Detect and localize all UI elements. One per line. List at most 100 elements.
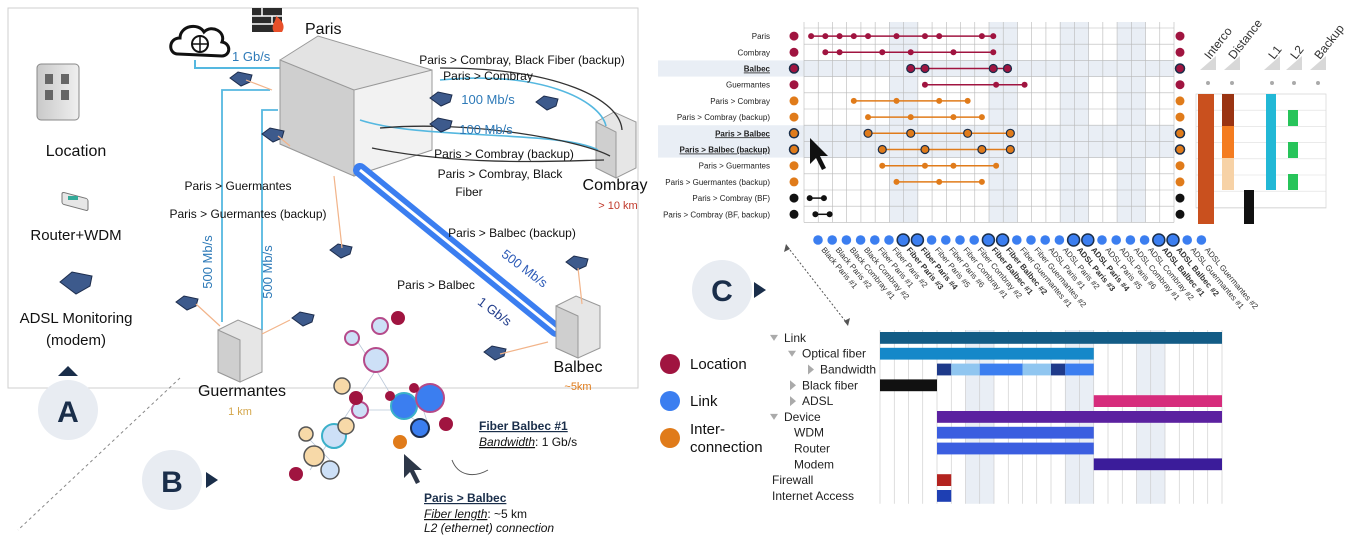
column-marker — [1054, 235, 1065, 245]
connection-dot — [978, 178, 985, 185]
router-icon — [61, 191, 89, 212]
connection-dot — [877, 144, 887, 155]
l2-bar — [1244, 190, 1254, 224]
tree-label: ADSL — [802, 394, 834, 408]
tooltip-fiber-value: : 1 Gb/s — [535, 435, 577, 449]
column-marker — [1196, 235, 1207, 245]
column-marker — [969, 235, 979, 245]
combray-building — [595, 111, 637, 179]
divider — [17, 377, 181, 531]
column-marker — [1066, 233, 1081, 247]
legend-router: Router+WDM — [30, 191, 122, 244]
connection-dot — [826, 211, 833, 218]
tree-label: Device — [784, 410, 821, 424]
connection-dot — [893, 178, 900, 185]
row-marker — [789, 161, 799, 171]
link-label-combray-backup: Paris > Combray (backup) — [434, 147, 574, 161]
bar-bandwidth — [1022, 363, 1051, 376]
row-label: Paris > Combray (backup) — [677, 113, 770, 122]
badge-b-label: B — [161, 466, 183, 499]
bandwidth-label-500-b: 500 Mb/s — [260, 245, 275, 299]
tree-label: Modem — [794, 457, 834, 471]
tooltip-link-line2: L2 (ethernet) connection — [424, 521, 554, 535]
column-marker — [827, 235, 837, 245]
tooltip-link-key: Fiber length — [424, 507, 488, 521]
connection-dot — [993, 162, 1000, 169]
tooltip-link-title: Paris > Balbec — [424, 491, 507, 505]
column-marker — [1081, 233, 1095, 247]
row-label: Guermantes — [726, 81, 770, 90]
panel-a: Location Router+WDM ADSL Monitoring (mod… — [7, 7, 648, 440]
distance-bar-near — [1222, 158, 1234, 190]
connection-dot — [1002, 63, 1013, 74]
connection-dot — [907, 114, 914, 121]
link-arrow — [789, 249, 847, 323]
connection-dot — [850, 97, 857, 104]
row-marker — [789, 193, 799, 203]
bar-bandwidth — [979, 363, 1023, 376]
connection-dot — [808, 33, 815, 40]
connection-dot — [950, 49, 957, 56]
balbec-distance: ~5km — [564, 381, 591, 393]
connection-dot — [977, 144, 987, 155]
distance-bar-far — [1222, 94, 1234, 126]
connection-dot — [990, 33, 997, 40]
row-marker — [788, 63, 800, 74]
link-label-combray-bf-2: Fiber — [455, 185, 482, 199]
graph-nodes — [289, 311, 453, 481]
cloud-icon — [169, 24, 231, 58]
row-marker-right — [1175, 177, 1185, 187]
firewall-icon — [252, 8, 284, 32]
legend-b-link: Link — [690, 393, 718, 410]
column-marker — [1111, 235, 1121, 245]
badge-c: C — [692, 260, 766, 320]
connection-dot — [906, 63, 916, 74]
expand-icon — [770, 413, 778, 420]
connection-dot — [936, 178, 943, 185]
tooltip-link: Paris > Balbec Fiber length: ~5 km L2 (e… — [424, 491, 554, 535]
combray-label: Combray — [583, 177, 648, 194]
legend-router-label: Router+WDM — [30, 227, 121, 244]
bandwidth-label-100-b: 100 Mb/s — [459, 122, 513, 137]
row-marker-right — [1175, 96, 1185, 106]
attribute-header-shape — [1264, 56, 1280, 70]
connection-dot — [822, 49, 829, 56]
row-marker — [789, 96, 799, 106]
tooltip-fiber: Fiber Balbec #1 Bandwidth: 1 Gb/s — [479, 419, 577, 449]
column-marker — [1026, 235, 1036, 245]
connection-dot — [822, 33, 829, 40]
row-marker-right — [1175, 193, 1185, 203]
bar-adsl — [1093, 395, 1222, 407]
bar-bandwidth — [1065, 363, 1094, 376]
attribute-header-shape — [1224, 56, 1240, 70]
modem-icon — [59, 271, 93, 295]
connection-dot — [1021, 81, 1028, 88]
connection-dot — [988, 63, 998, 74]
legend-location: Location — [36, 63, 107, 160]
internet-bandwidth-label: 1 Gb/s — [232, 49, 271, 64]
column-marker — [870, 235, 880, 245]
attribute-dot — [1292, 81, 1296, 85]
row-marker-right — [1174, 144, 1186, 155]
column-marker — [1012, 235, 1022, 245]
column-marker — [941, 235, 951, 245]
cursor-icon — [810, 138, 828, 170]
row-marker — [788, 128, 800, 139]
connection-dot — [879, 49, 886, 56]
bar-bandwidth — [937, 363, 952, 376]
legend-location-label: Location — [46, 143, 107, 160]
row-marker-right — [1174, 63, 1186, 74]
row-marker-right — [1175, 31, 1185, 41]
badge-a: A — [38, 366, 98, 440]
tree-label: Link — [784, 331, 807, 345]
row-label: Paris — [752, 32, 770, 41]
bar-modem — [1093, 458, 1222, 471]
row-marker — [789, 80, 799, 90]
connection-dot — [920, 144, 930, 155]
connection-dot — [836, 33, 843, 40]
column-marker — [1152, 233, 1166, 247]
connection-dot — [990, 49, 997, 56]
backup-bar — [1288, 142, 1298, 158]
distance-bar-mid — [1222, 126, 1234, 158]
